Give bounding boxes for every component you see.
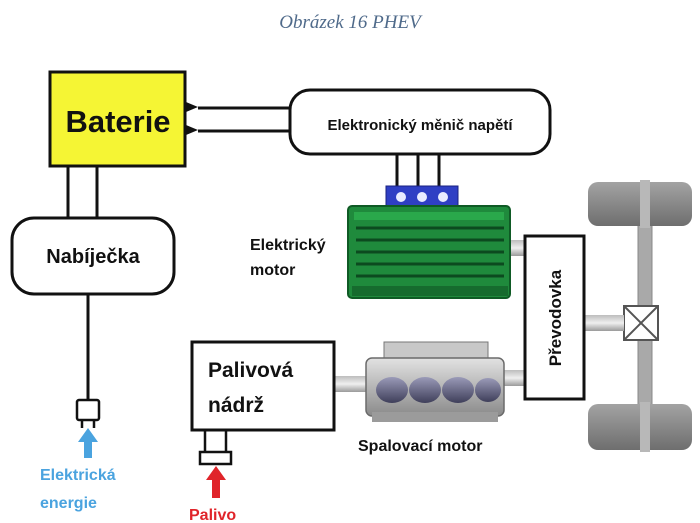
wheel-axle-cap-bottom xyxy=(640,402,650,452)
plug-icon xyxy=(75,398,101,428)
shaft-engine-transmission xyxy=(500,370,526,386)
engine-cylinder xyxy=(409,377,441,403)
electric-motor: Elektrický motor xyxy=(250,185,511,299)
shaft-tank-engine xyxy=(334,376,368,392)
figure-caption: Obrázek 16 PHEV xyxy=(279,12,421,33)
transmission-label: Převodovka xyxy=(546,269,565,366)
transmission-block: Převodovka xyxy=(523,234,586,401)
electric-motor-label-line2: motor xyxy=(250,262,295,279)
wheel-axle-assembly xyxy=(588,180,692,452)
inverter-block: Elektronický měnič napětí xyxy=(288,88,552,156)
electric-energy-arrow-icon xyxy=(78,428,98,458)
engine-cylinder xyxy=(442,377,474,403)
battery-box xyxy=(48,70,187,168)
electric-motor-label-line1: Elektrický xyxy=(250,237,326,254)
charger-block: Nabíječka xyxy=(10,216,176,296)
transmission-box xyxy=(523,234,586,401)
engine-cylinder xyxy=(475,378,501,402)
fuel-inlet-icon xyxy=(198,450,233,466)
fuel-arrow-icon xyxy=(206,466,226,498)
battery-label: Baterie xyxy=(65,104,170,139)
charger-label: Nabíječka xyxy=(46,246,140,268)
fuel-tank-box xyxy=(190,340,336,432)
fuel-label: Palivo xyxy=(189,507,236,523)
engine-cylinder xyxy=(376,377,408,403)
fuel-tank-label-line1: Palivová xyxy=(208,359,294,382)
battery-terminal-bottom xyxy=(186,125,198,135)
inverter-label: Elektronický měnič napětí xyxy=(327,117,513,134)
fuel-tank-label-line2: nádrž xyxy=(208,394,264,417)
fuel-tank-block: Palivová nádrž xyxy=(190,340,336,432)
battery-block: Baterie xyxy=(48,70,198,168)
shaft-motor-transmission xyxy=(510,240,526,256)
inverter-box xyxy=(288,88,552,156)
combustion-engine xyxy=(365,341,505,422)
electric-energy-label-line2: energie xyxy=(40,495,97,512)
wheel-axle-cap-top xyxy=(640,180,650,228)
charger-box xyxy=(10,216,176,296)
battery-terminal-top xyxy=(186,102,198,112)
combustion-engine-label: Spalovací motor xyxy=(358,438,482,455)
shaft-transmission-diff xyxy=(584,315,624,331)
electric-energy-label-line1: Elektrická xyxy=(40,467,116,484)
